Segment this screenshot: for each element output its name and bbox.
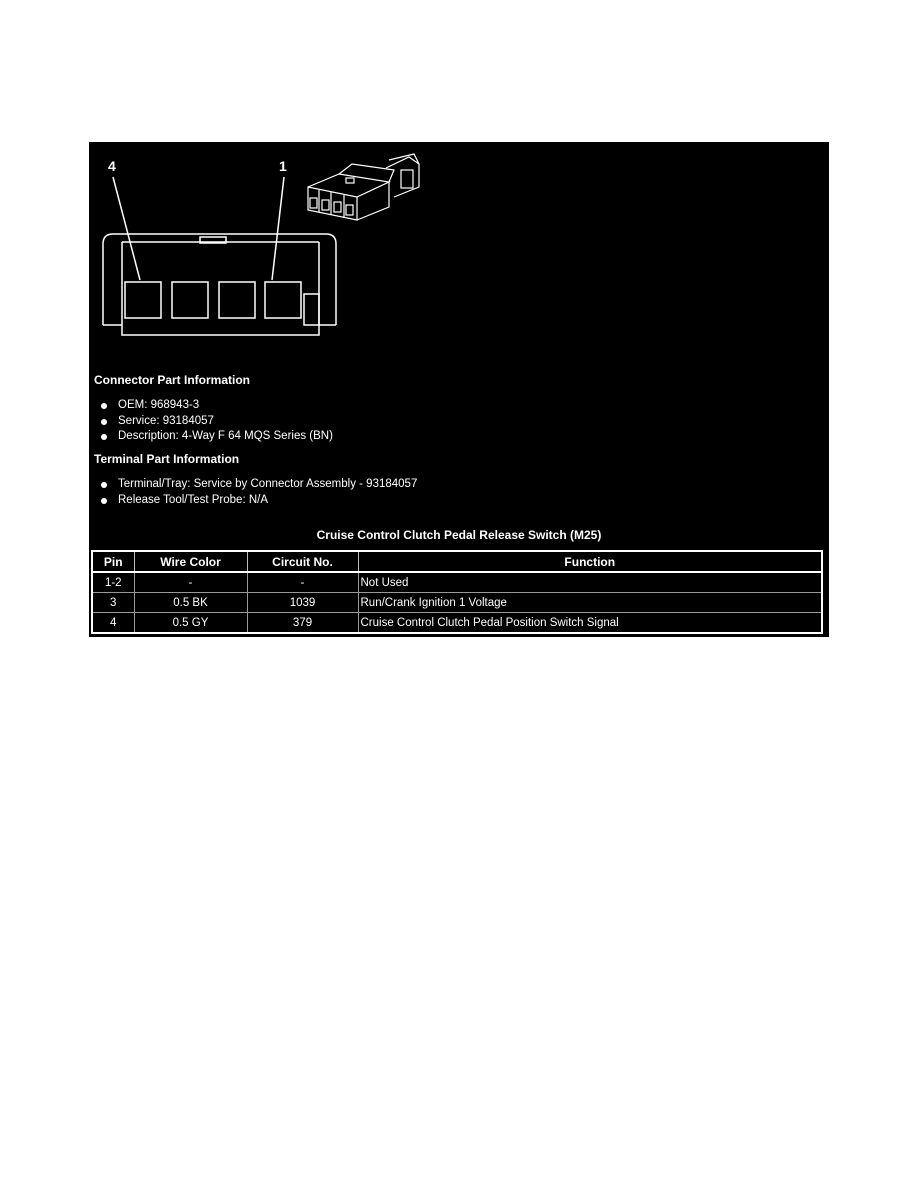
header-function: Function bbox=[357, 551, 822, 573]
list-item: Terminal/Tray: Service by Connector Asse… bbox=[99, 477, 417, 493]
connector-info-panel: 4 1 bbox=[89, 142, 829, 637]
header-circuit-no: Circuit No. bbox=[246, 551, 358, 573]
cell-function: Cruise Control Clutch Pedal Position Swi… bbox=[357, 612, 822, 633]
cell-pin: 4 bbox=[92, 612, 134, 633]
bullet-icon bbox=[101, 434, 107, 440]
cell-pin: 1-2 bbox=[92, 571, 134, 593]
list-item: OEM: 968943-3 bbox=[99, 398, 333, 414]
list-item: Service: 93184057 bbox=[99, 414, 333, 430]
header-wire-color: Wire Color bbox=[133, 551, 247, 573]
bullet-icon bbox=[101, 482, 107, 488]
cell-pin: 3 bbox=[92, 592, 134, 613]
connector-face-view-icon bbox=[102, 176, 337, 336]
cell-wire-color: 0.5 BK bbox=[133, 592, 247, 613]
bullet-icon bbox=[101, 403, 107, 409]
terminal-info-title: Terminal Part Information bbox=[94, 452, 240, 466]
list-item: Release Tool/Test Probe: N/A bbox=[99, 493, 417, 509]
terminal-info-list: Terminal/Tray: Service by Connector Asse… bbox=[99, 477, 417, 508]
connector-diagram: 4 1 bbox=[89, 142, 829, 362]
cell-function: Not Used bbox=[357, 571, 822, 593]
cell-wire-color: 0.5 GY bbox=[133, 612, 247, 633]
pin-label-4: 4 bbox=[108, 158, 116, 174]
table-row: 3 0.5 BK 1039 Run/Crank Ignition 1 Volta… bbox=[92, 592, 822, 613]
cell-circuit: 379 bbox=[246, 612, 358, 633]
pin-table-title: Cruise Control Clutch Pedal Release Swit… bbox=[316, 528, 602, 542]
bullet-icon bbox=[101, 418, 107, 425]
connector-info-title: Connector Part Information bbox=[94, 373, 251, 387]
connector-info-list: OEM: 968943-3 Service: 93184057 Descript… bbox=[99, 398, 333, 445]
table-row: 4 0.5 GY 379 Cruise Control Clutch Pedal… bbox=[92, 612, 822, 633]
cell-function: Run/Crank Ignition 1 Voltage bbox=[357, 592, 822, 613]
pin-label-1: 1 bbox=[279, 158, 287, 174]
cell-circuit: - bbox=[246, 571, 358, 593]
connector-3d-view-icon bbox=[307, 153, 420, 221]
table-header-row: Pin Wire Color Circuit No. Function bbox=[92, 551, 822, 573]
cell-circuit: 1039 bbox=[246, 592, 358, 613]
bullet-icon bbox=[101, 497, 107, 504]
header-pin: Pin bbox=[92, 551, 134, 573]
cell-wire-color: - bbox=[133, 571, 247, 593]
table-row: 1-2 - - Not Used bbox=[92, 571, 822, 593]
list-item: Description: 4-Way F 64 MQS Series (BN) bbox=[99, 429, 333, 445]
pin-table: Pin Wire Color Circuit No. Function 1-2 … bbox=[91, 550, 823, 634]
